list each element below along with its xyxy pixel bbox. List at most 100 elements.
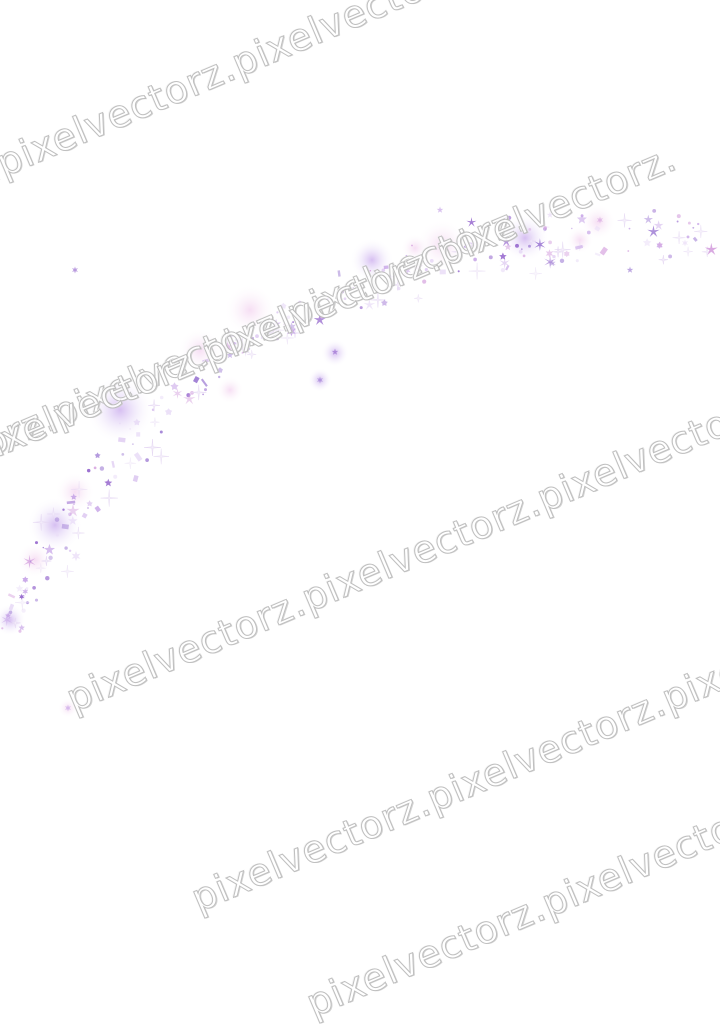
star-confetti (576, 214, 587, 224)
star-confetti (183, 392, 196, 405)
stray-star (72, 266, 78, 274)
sparkle-dot (86, 468, 91, 473)
sparkle-dot (343, 297, 347, 301)
sparkle-dot (64, 546, 68, 550)
sparkle-dot (1, 627, 4, 630)
star-confetti (172, 388, 183, 399)
ribbon-confetti (594, 225, 601, 232)
ribbon-confetti (132, 475, 139, 483)
star-confetti (704, 242, 718, 255)
sparkle-trail-canvas (0, 204, 718, 718)
sparkle-dot (93, 466, 97, 470)
star-confetti (287, 326, 296, 337)
twinkle-sparkle (47, 507, 60, 521)
star-confetti (1, 613, 13, 627)
star-confetti (94, 452, 101, 459)
star-confetti (504, 243, 512, 251)
sparkle-dot (129, 428, 131, 430)
sparkle-dot (202, 393, 204, 396)
star-confetti (271, 318, 282, 329)
star-confetti (222, 342, 233, 353)
sparkle-dot (697, 222, 700, 226)
sparkle-dot (580, 214, 584, 218)
twinkle-sparkle (672, 231, 686, 245)
star-confetti (226, 351, 234, 359)
twinkle-sparkle (683, 246, 693, 257)
sparkle-dot (286, 315, 291, 319)
twinkle-sparkle (694, 224, 708, 239)
sparkle-dot (292, 321, 295, 324)
star-confetti (68, 516, 78, 525)
sparkle-dot (457, 240, 460, 243)
star-confetti (643, 214, 653, 224)
ribbon-confetti (383, 265, 389, 270)
ribbon-confetti (692, 236, 698, 242)
ribbon-confetti (136, 432, 141, 437)
sparkle-dot (411, 244, 413, 247)
stray-star (682, 239, 688, 247)
sparkle-dot (559, 258, 565, 263)
sparkle-dot (627, 250, 630, 252)
stray-star (317, 376, 323, 384)
star-confetti (499, 257, 510, 270)
sparkle-dot (366, 275, 369, 278)
star-confetti (18, 624, 25, 631)
sparkle-dot (676, 214, 681, 219)
twinkle-sparkle (150, 417, 160, 427)
sparkle-dot (275, 337, 279, 341)
twinkle-sparkle (554, 241, 571, 258)
sparkle-dot (54, 517, 60, 522)
sparkle-dot (515, 243, 519, 248)
star-confetti (22, 576, 29, 583)
twinkle-sparkle (32, 513, 50, 531)
star-confetti (653, 220, 664, 230)
sparkle-dot (575, 259, 579, 263)
sparkle-dot (424, 268, 428, 272)
twinkle-sparkle (267, 321, 285, 339)
particle-layer (1, 206, 718, 712)
twinkle-sparkle (124, 457, 137, 470)
sparkle-dot (352, 287, 355, 289)
sparkle-dot (121, 453, 125, 456)
sparkle-dot (276, 311, 279, 314)
star-confetti (70, 493, 77, 500)
star-confetti (170, 382, 179, 390)
ribbon-confetti (229, 340, 237, 346)
ribbon-confetti (599, 246, 608, 256)
sparkle-dot (507, 215, 512, 220)
ribbon-confetti (260, 330, 266, 340)
sparkle-dot (340, 289, 345, 294)
twinkle-sparkle (221, 329, 235, 343)
sparkle-dot (687, 221, 691, 225)
sparkle-dot (131, 443, 134, 446)
glow-spot (224, 284, 276, 336)
ribbon-confetti (439, 269, 446, 275)
ribbon-confetti (61, 523, 69, 530)
sparkle-dot (297, 300, 302, 305)
sparkle-dot (29, 560, 32, 563)
stray-star (65, 704, 71, 712)
star-confetti (71, 551, 81, 562)
star-confetti (642, 238, 652, 247)
sparkle-dot (522, 254, 526, 258)
twinkle-sparkle (70, 481, 88, 498)
star-confetti (534, 238, 546, 251)
sparkle-dot (500, 267, 506, 273)
stray-star (656, 241, 664, 248)
twinkle-sparkle (144, 439, 161, 456)
twinkle-sparkle (35, 563, 46, 574)
sparkle-dot (87, 507, 89, 509)
star-confetti (15, 584, 24, 592)
ribbon-confetti (200, 378, 208, 387)
sparkle-dot (381, 268, 386, 273)
ribbon-confetti (463, 243, 468, 249)
sparkle-dot (403, 272, 407, 277)
star-confetti (363, 298, 376, 310)
ribbon-confetti (133, 452, 143, 462)
sparkle-dot (48, 555, 53, 560)
twinkle-sparkle (552, 246, 564, 258)
sparkle-dot (18, 629, 22, 633)
glow-spot (0, 604, 26, 636)
sparkle-dot (586, 230, 591, 235)
sparkle-dot (68, 512, 72, 517)
